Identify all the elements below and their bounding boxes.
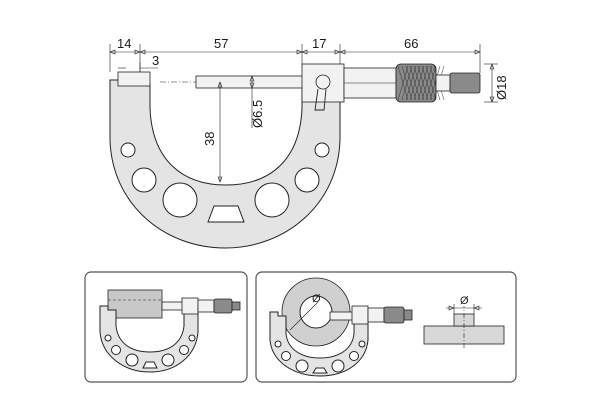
knurl-pattern (397, 65, 445, 101)
usage-panel-left (84, 271, 248, 383)
dim-3: 3 (152, 53, 159, 68)
lock-knob (315, 74, 331, 90)
thimble (395, 63, 437, 103)
frame-hole (131, 167, 157, 193)
knurl-line (409, 65, 421, 101)
ratchet (435, 74, 451, 92)
frame-hole (162, 182, 198, 218)
dim-thimble-diameter: Ø18 (494, 75, 509, 100)
center-plate (207, 205, 245, 223)
workpiece (107, 289, 163, 319)
knurl-line (405, 65, 417, 101)
dim-57: 57 (214, 36, 228, 51)
diameter-symbol-circle: Ø (312, 293, 321, 305)
diameter-symbol-part: Ø (460, 295, 469, 307)
frame-hole (120, 142, 136, 158)
frame-hole (294, 167, 320, 193)
dim-spindle-diameter: Ø6.5 (250, 100, 265, 128)
knurl-line (425, 65, 437, 101)
frame-hole (254, 182, 290, 218)
knurl-line (397, 65, 409, 101)
frame-hole (314, 142, 330, 158)
usage-panel-right: Ø Ø (255, 271, 517, 383)
panel-frame (255, 271, 517, 383)
knurl-line (413, 65, 425, 101)
c-frame (109, 79, 341, 249)
knurl-line (401, 65, 413, 101)
main-micrometer: 14 3 57 17 66 Ø6.5 38 Ø18 (109, 36, 509, 249)
knurl-line (421, 65, 433, 101)
ratchet-knob (449, 72, 481, 94)
panel-frame (84, 271, 248, 383)
anvil (117, 71, 151, 87)
dim-14: 14 (117, 36, 131, 51)
knurl-line (417, 65, 429, 101)
dim-38: 38 (202, 132, 217, 146)
dim-66: 66 (404, 36, 418, 51)
dimension-lines (109, 44, 498, 183)
dim-17: 17 (312, 36, 326, 51)
knurl-line (429, 65, 441, 101)
